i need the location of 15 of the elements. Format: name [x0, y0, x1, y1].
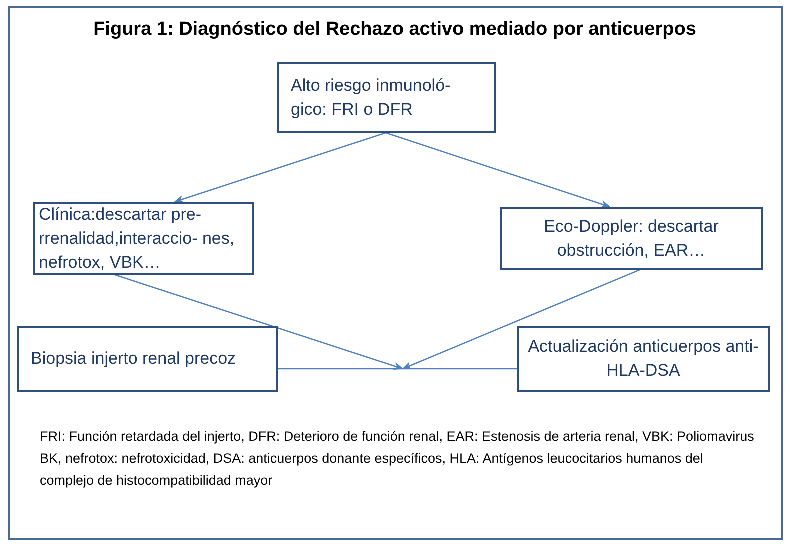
- box-text: Actualización anticuerpos anti-HLA-DSA: [527, 336, 760, 382]
- process-box: [17, 326, 278, 392]
- arrow: [386, 132, 611, 208]
- footnote: FRI: Función retardada del injerto, DFR: Deterioro de función renal, EAR: Estenosis de arteria renal, VBK: Poliomavirus BK, nefrotox: nefrotoxicidad, DSA: anticuerpos donante específicos, HLA: Antígenos leucocitarios humanos del complejo de histocompatibilidad mayor: [40, 428, 756, 490]
- arrow: [114, 274, 404, 370]
- box-text: Alto riesgo inmunoló- gico: FRI o DFR: [291, 74, 452, 120]
- box-text: Eco-Doppler: descartar obstrucción, EAR…: [543, 216, 720, 262]
- box-text: Biopsia injerto renal precoz: [31, 348, 236, 370]
- process-box: [500, 207, 763, 270]
- process-box: [517, 326, 770, 392]
- arrow: [174, 132, 386, 203]
- arrow: [402, 269, 640, 370]
- diagram-title: Figura 1: Diagnóstico del Rechazo activo mediado por anticuerpos: [92, 18, 698, 42]
- box-text: Clínica:descartar pre- rrenalidad,interaccio- nes, nefrotox, VBK…: [39, 204, 236, 274]
- process-box: [277, 62, 496, 133]
